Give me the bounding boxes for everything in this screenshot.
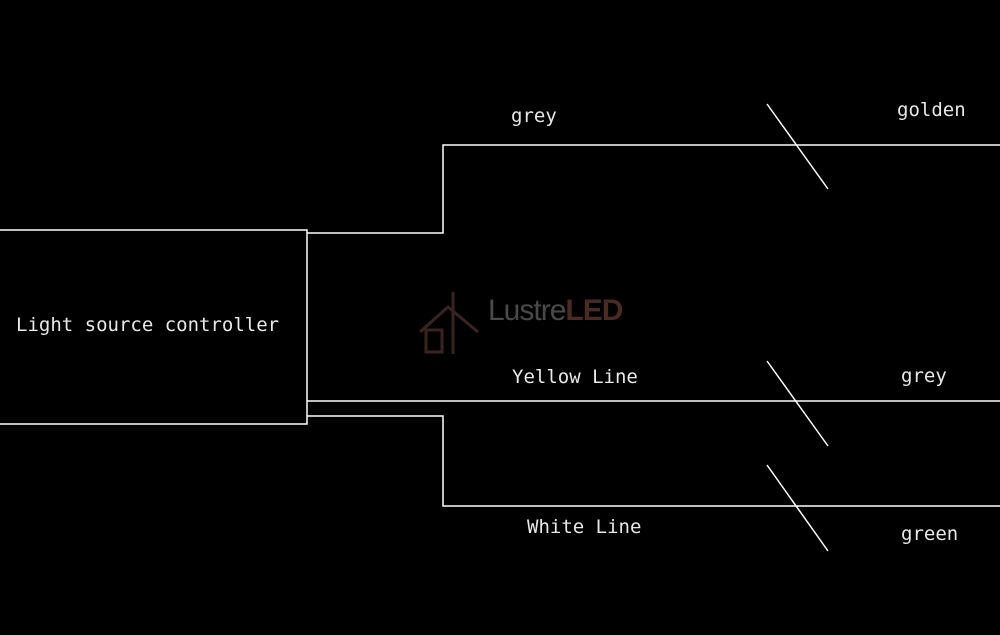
wire-bottom-end-label: green bbox=[901, 523, 959, 545]
wire-top-label: grey bbox=[511, 105, 557, 127]
watermark-text: LustreLED bbox=[488, 294, 623, 328]
watermark-part2: LED bbox=[565, 294, 623, 327]
controller-box bbox=[0, 229, 308, 425]
cut-mark-middle bbox=[766, 360, 829, 447]
wire-middle-end-label: grey bbox=[901, 365, 947, 387]
cut-mark-top bbox=[766, 103, 829, 190]
wire-middle-label: Yellow Line bbox=[512, 366, 638, 388]
wire-top bbox=[307, 144, 1000, 234]
watermark-part1: Lustre bbox=[488, 294, 566, 327]
wire-bottom-label: White Line bbox=[527, 516, 642, 538]
house-icon bbox=[419, 292, 479, 354]
watermark-logo: LustreLED bbox=[418, 292, 623, 354]
cut-mark-bottom bbox=[766, 464, 829, 552]
wire-top-end-label: golden bbox=[897, 99, 966, 121]
controller-label: Light source controller bbox=[16, 314, 280, 336]
wire-bottom bbox=[307, 415, 1000, 507]
